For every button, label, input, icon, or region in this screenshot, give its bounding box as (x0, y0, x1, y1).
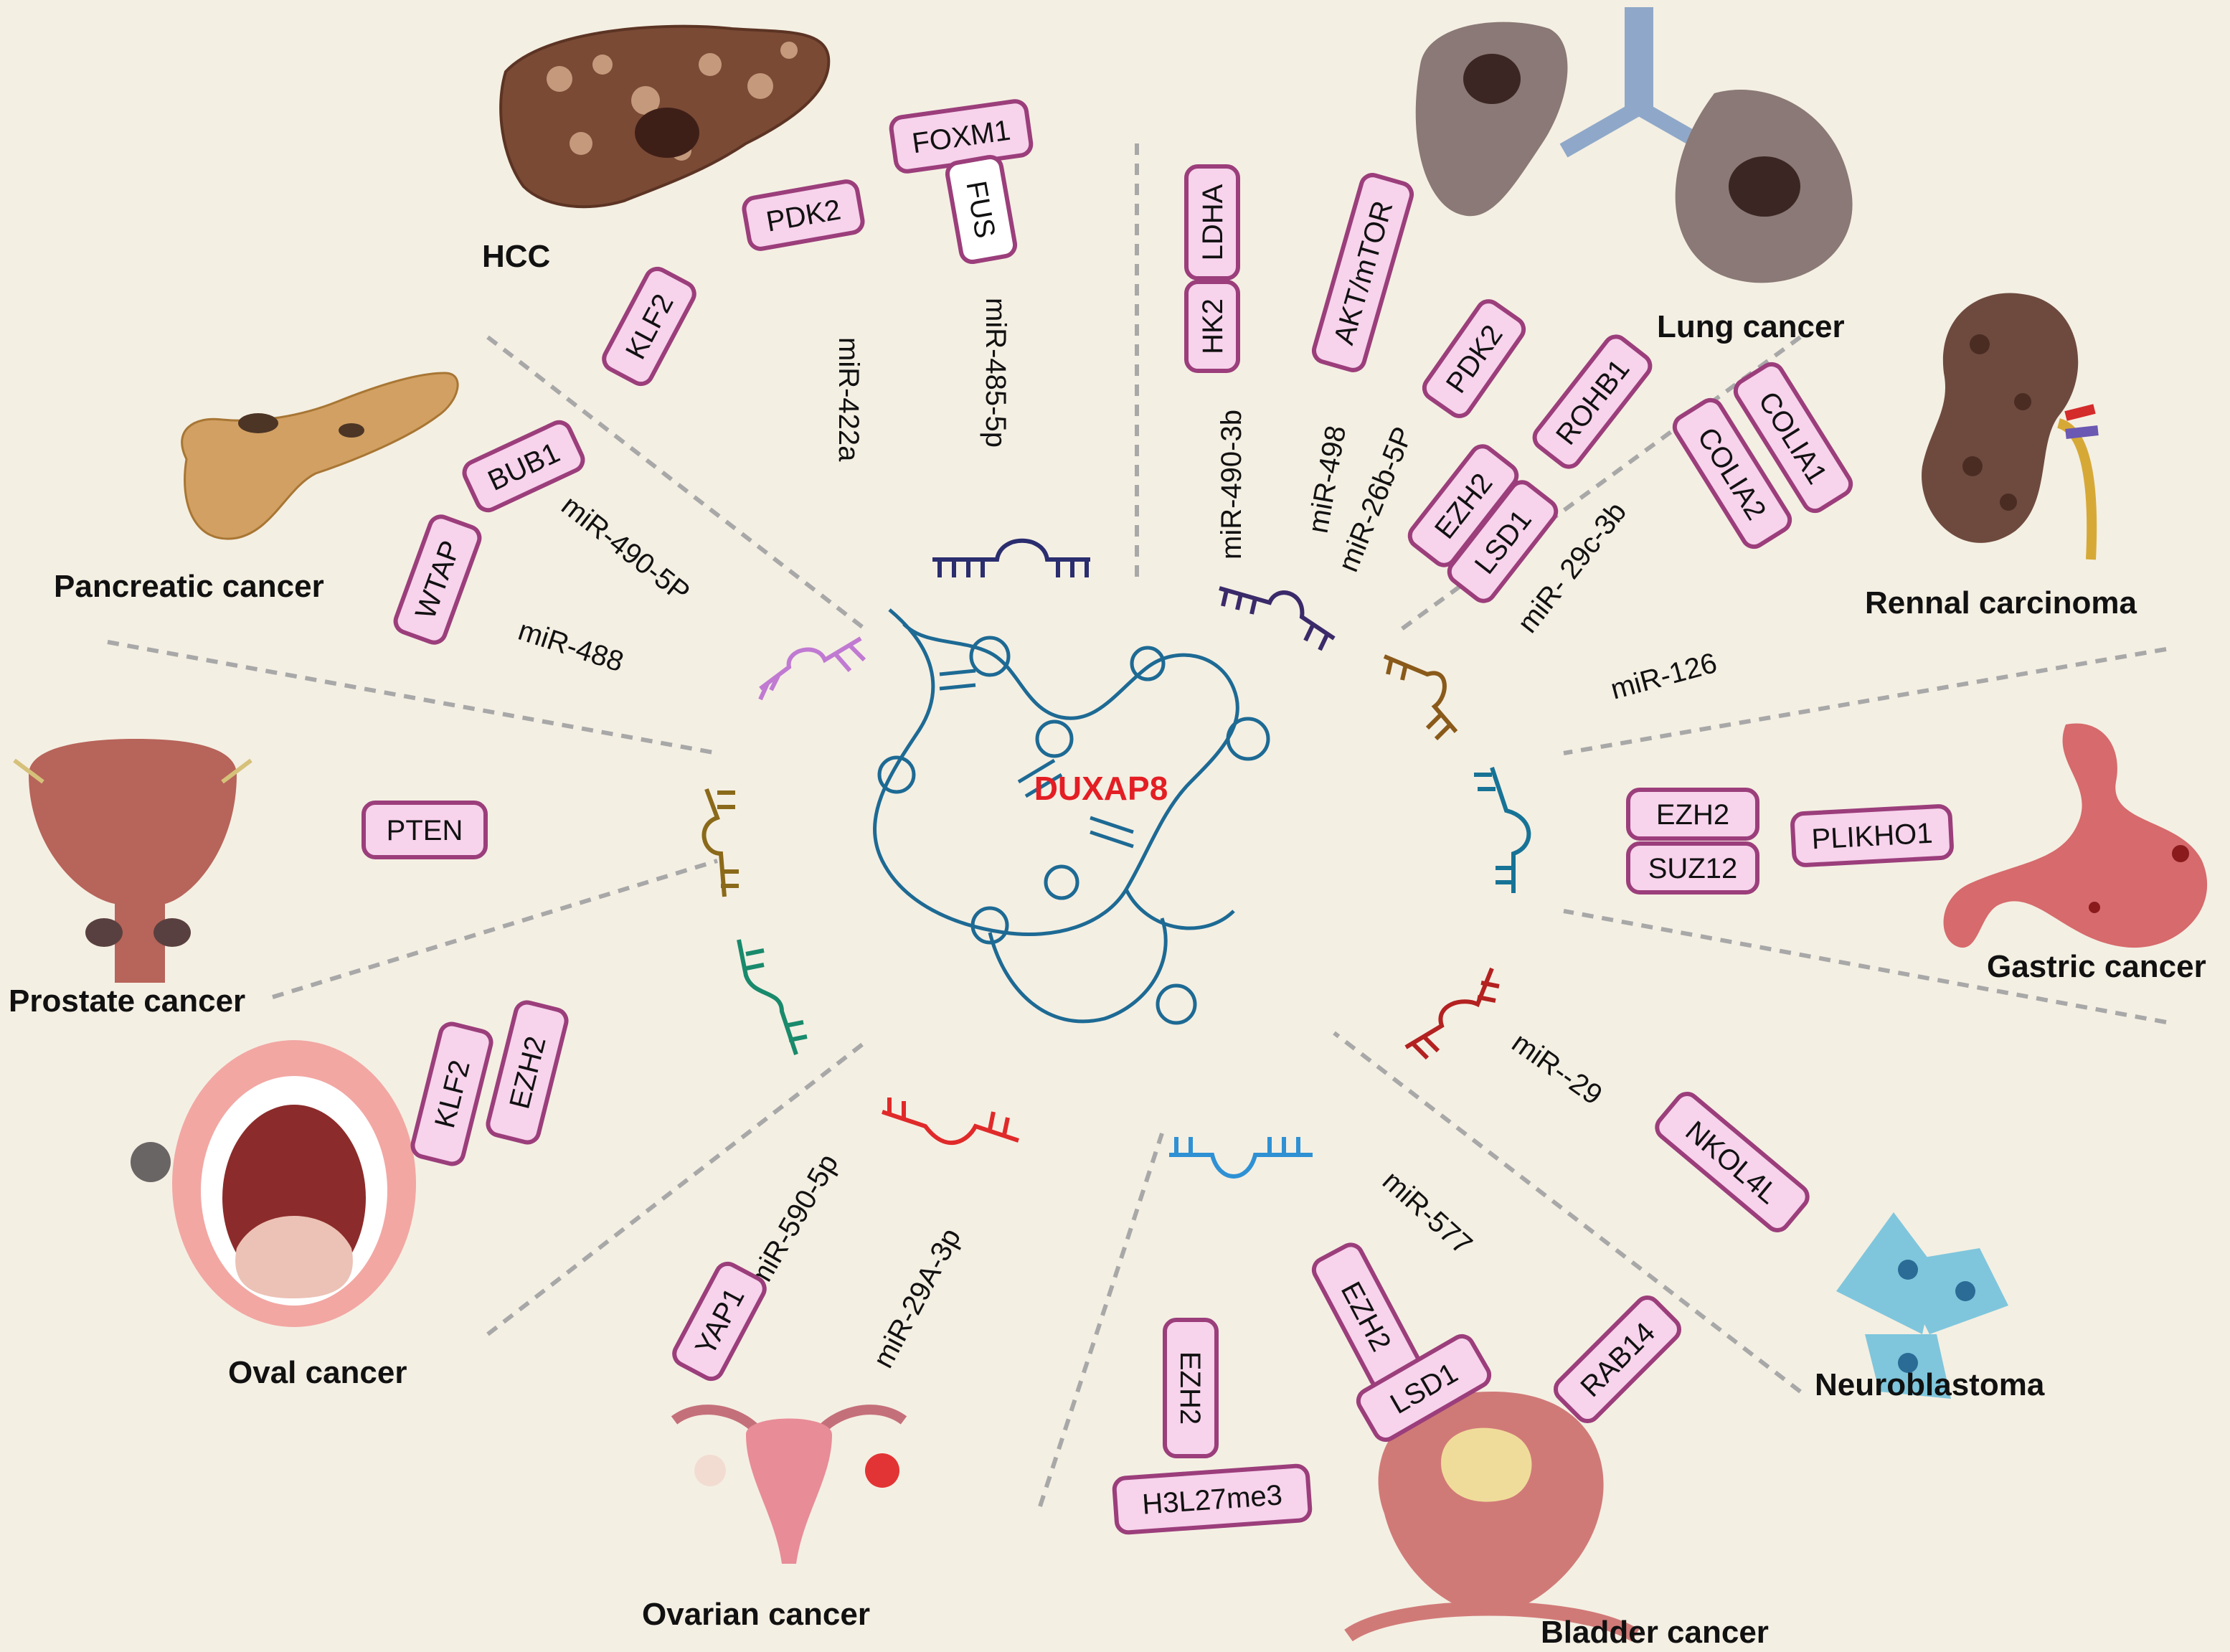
divider-lower-left (272, 859, 718, 999)
mirna-icon-brown-left (701, 788, 739, 897)
mirna-icon-navy-top (932, 538, 1090, 577)
divider-upper-right (1397, 335, 1802, 633)
gene-label-suz12: SUZ12 (1648, 853, 1738, 884)
gene-box-h3l27me3: H3L27me3 (1112, 1463, 1313, 1535)
divider-lines (107, 143, 2167, 1507)
mirna-icon-purple-top-right (1219, 586, 1336, 651)
bladder-illustration (1344, 1392, 1640, 1642)
divider-bottom (1038, 1133, 1164, 1507)
gene-boxes: FOXM1 FUS PDK2 KLF2 LDHA HK2 AKT/mTOR P (362, 99, 1954, 1535)
gene-box-wtap: WTAP (393, 514, 482, 645)
gene-label-ldha: LDHA (1197, 184, 1229, 260)
gene-label-ezh2-gastric: EZH2 (1656, 799, 1729, 831)
organ-label-ovarian: Ovarian cancer (642, 1597, 870, 1632)
mirna-icon-lilac-left (758, 636, 866, 701)
organ-label-renal: Rennal carcinoma (1865, 585, 2137, 620)
organ-label-bladder: Bladder cancer (1541, 1615, 1769, 1650)
gene-box-pdk2-hcc: PDK2 (742, 179, 865, 251)
neuron-cells-illustration (1836, 1212, 2008, 1399)
prostate-illustration (13, 739, 252, 983)
gene-box-bub1: BUB1 (462, 420, 585, 513)
organ-label-lung: Lung cancer (1657, 309, 1845, 344)
mirna-label-485-5p: miR-485-5p (980, 298, 1011, 448)
gene-label-hk2: HK2 (1197, 298, 1229, 354)
organ-label-neuroblastoma: Neuroblastoma (1815, 1367, 2045, 1402)
duxap8-lncrna-structure (873, 608, 1270, 1025)
mirna-label-422a: miR-422a (833, 337, 864, 462)
organ-label-prostate: Prostate cancer (9, 983, 245, 1019)
mirna-icon-darkred-right (1404, 967, 1500, 1060)
organ-label-hcc: HCC (482, 239, 550, 274)
gene-label-plikho1: PLIKHO1 (1811, 818, 1934, 856)
liver-illustration (499, 24, 831, 209)
mirna-icon-teal-right (1474, 767, 1531, 893)
mirna-icon-red-bottom-left (882, 1098, 1019, 1145)
mirna-icon-green-left (737, 939, 808, 1055)
pancreas-illustration (181, 372, 459, 540)
gene-box-lsd1-bladder: LSD1 (1356, 1334, 1492, 1443)
organ-label-gastric: Gastric cancer (1987, 949, 2206, 984)
gene-label-pten: PTEN (387, 815, 463, 846)
divider-bottom-right (1333, 1031, 1802, 1394)
gene-box-ezh2-gastric: EZH2 (1626, 788, 1759, 841)
lung-illustration (1415, 7, 1853, 283)
divider-right-upper (1563, 647, 2167, 755)
gene-box-plikho1: PLIKHO1 (1790, 804, 1954, 867)
mirna-glyphs (701, 538, 1531, 1179)
gene-box-ldha: LDHA (1184, 164, 1240, 280)
gene-box-pten: PTEN (362, 801, 488, 859)
gene-box-hk2: HK2 (1184, 280, 1240, 373)
gene-box-klf2-oral: KLF2 (410, 1021, 493, 1166)
gene-box-ezh2-bladder-1: EZH2 (1163, 1318, 1219, 1458)
mirna-icon-blue-bottom (1169, 1137, 1313, 1179)
kidney-illustration (1922, 293, 2099, 560)
gene-box-akt-mtor: AKT/mTOR (1311, 173, 1414, 372)
gene-box-fus: FUS (945, 155, 1018, 264)
mirna-label-490-3b: miR-490-3b (1216, 410, 1247, 560)
divider-left (107, 640, 718, 755)
uterus-illustration (671, 1405, 907, 1564)
divider-right-lower (1563, 909, 2167, 1024)
gene-box-suz12: SUZ12 (1626, 841, 1759, 895)
organ-label-pancreatic: Pancreatic cancer (54, 569, 324, 604)
gene-box-ezh2-oral: EZH2 (486, 1000, 569, 1145)
mouth-illustration (131, 1040, 416, 1327)
mirna-icon-amber-right (1383, 654, 1458, 741)
stomach-illustration (1943, 723, 2208, 948)
center-label: DUXAP8 (1034, 770, 1168, 807)
gene-label-ezh2-bladder-1: EZH2 (1174, 1351, 1206, 1425)
organ-label-oral: Oval cancer (228, 1355, 407, 1390)
